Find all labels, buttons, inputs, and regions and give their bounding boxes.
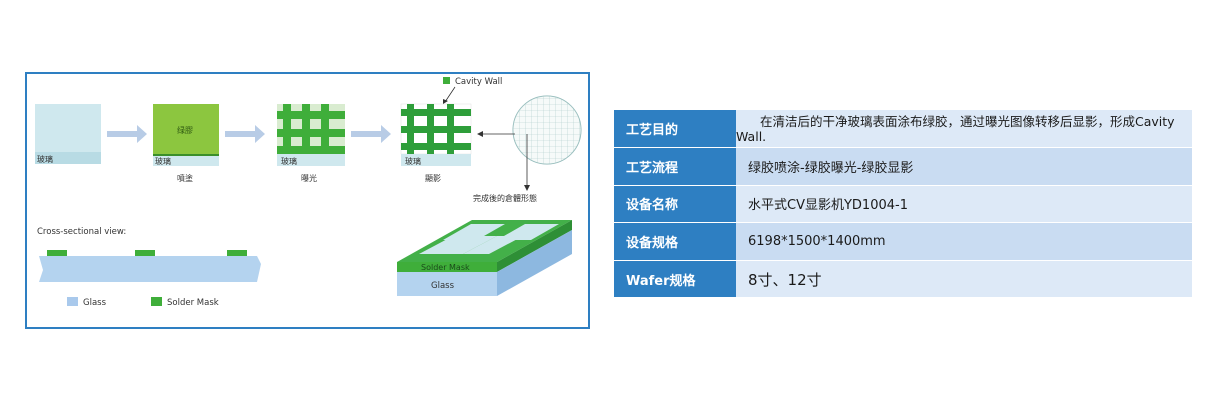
process-diagram: 玻璃 绿膠 玻璃 噴塗 玻璃 曝光 xyxy=(25,72,590,329)
cavity-block-3d xyxy=(397,220,572,296)
stage-1-substrate-label: 玻璃 xyxy=(37,154,53,164)
spec-value: 在清洁后的干净玻璃表面涂布绿胶，通过曝光图像转移后显影，形成Cavity Wal… xyxy=(736,110,1192,149)
stage-2-substrate-label: 玻璃 xyxy=(155,156,171,166)
spec-key: 工艺流程 xyxy=(614,147,736,186)
spec-row-equipment-size: 设备规格 6198*1500*1400mm xyxy=(614,222,1192,261)
spec-value: 6198*1500*1400mm xyxy=(736,222,1192,261)
legend-solder-mask-swatch xyxy=(151,297,162,306)
magnifier-detail xyxy=(477,95,582,191)
stage-4-substrate-label: 玻璃 xyxy=(405,156,421,166)
spec-key: 设备名称 xyxy=(614,185,736,224)
spec-key: 工艺目的 xyxy=(614,110,736,149)
stage-3-caption: 曝光 xyxy=(301,173,317,183)
block-solder-mask-label: Solder Mask xyxy=(421,263,470,272)
flow-arrow xyxy=(351,125,391,143)
legend-glass-swatch xyxy=(67,297,78,306)
spec-value: 8寸、12寸 xyxy=(736,260,1192,299)
stage-1-glass: 玻璃 xyxy=(35,104,101,164)
block-glass-label: Glass xyxy=(431,281,455,291)
stage-3-exposure: 玻璃 曝光 xyxy=(277,104,345,183)
stage-2-layer-label: 绿膠 xyxy=(177,126,193,135)
completed-shape-label: 完成後的倉體形態 xyxy=(473,193,537,203)
spec-value: 水平式CV显影机YD1004-1 xyxy=(736,185,1192,224)
green-layer xyxy=(153,104,219,154)
spec-row-equipment-name: 设备名称 水平式CV显影机YD1004-1 xyxy=(614,185,1192,224)
cavity-wall-swatch xyxy=(443,77,450,84)
legend-solder-mask-label: Solder Mask xyxy=(167,298,219,308)
cavity-wall-label: Cavity Wall xyxy=(455,77,502,87)
stage-2-caption: 噴塗 xyxy=(177,173,193,183)
flow-arrow xyxy=(225,125,265,143)
stage-4-caption: 顯影 xyxy=(425,173,441,183)
cross-section-figure xyxy=(39,250,261,282)
process-diagram-svg: 玻璃 绿膠 玻璃 噴塗 玻璃 曝光 xyxy=(35,77,582,308)
spec-row-purpose: 工艺目的 在清洁后的干净玻璃表面涂布绿胶，通过曝光图像转移后显影，形成Cavit… xyxy=(614,110,1192,149)
spec-key: Wafer规格 xyxy=(614,260,736,299)
flow-arrow xyxy=(107,125,147,143)
stage-2-coating: 绿膠 玻璃 噴塗 xyxy=(153,104,219,183)
stage-3-substrate-label: 玻璃 xyxy=(281,156,297,166)
spec-row-wafer-size: Wafer规格 8寸、12寸 xyxy=(614,260,1192,299)
spec-row-flow: 工艺流程 绿胶喷涂-绿胶曝光-绿胶显影 xyxy=(614,147,1192,186)
stage-4-development: 玻璃 顯影 xyxy=(400,103,472,183)
spec-key: 设备规格 xyxy=(614,222,736,261)
legend-glass-label: Glass xyxy=(83,298,107,308)
spec-value: 绿胶喷涂-绿胶曝光-绿胶显影 xyxy=(736,147,1192,186)
process-spec-table: 工艺目的 在清洁后的干净玻璃表面涂布绿胶，通过曝光图像转移后显影，形成Cavit… xyxy=(614,110,1192,299)
cross-section-title: Cross-sectional view: xyxy=(37,227,126,237)
